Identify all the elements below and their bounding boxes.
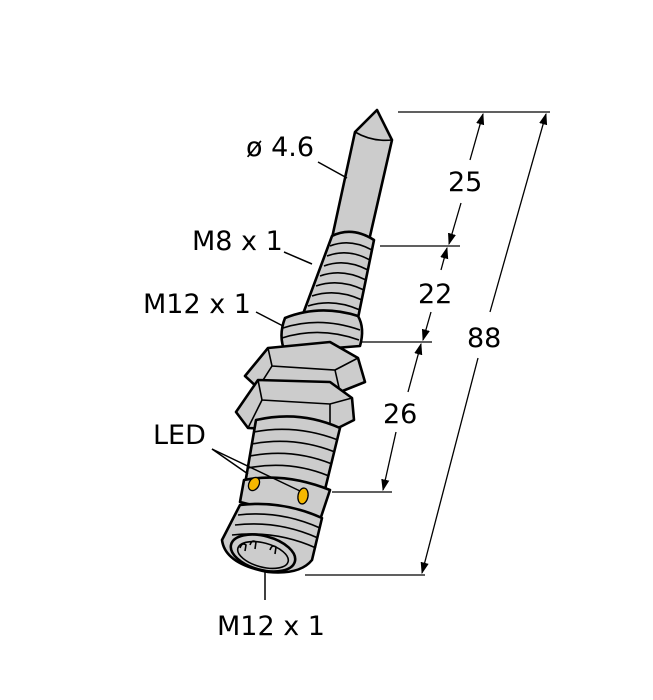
dimension-88: 88 <box>420 112 548 575</box>
label-m8-thread: M8 x 1 <box>192 226 283 257</box>
led-indicator-right <box>297 487 309 505</box>
dimension-26-label: 26 <box>383 399 417 430</box>
m8-thread-section <box>298 230 376 324</box>
dimension-22: 22 <box>418 246 452 342</box>
label-led: LED <box>153 420 206 451</box>
led-indicator-left <box>247 476 261 492</box>
leader-lines <box>211 161 348 600</box>
extension-lines <box>305 111 550 576</box>
m12-connector <box>220 502 324 574</box>
connector-pins <box>239 540 277 555</box>
dimension-26: 26 <box>381 342 423 492</box>
labels: ø 4.6 M8 x 1 M12 x 1 LED M12 x 1 <box>143 132 325 642</box>
dimension-25-label: 25 <box>448 167 482 198</box>
dimension-88-label: 88 <box>467 323 501 354</box>
label-probe-diameter: ø 4.6 <box>246 132 314 163</box>
label-connector-thread: M12 x 1 <box>217 611 325 642</box>
label-m12-thread: M12 x 1 <box>143 289 251 320</box>
dimension-22-label: 22 <box>418 279 452 310</box>
m12-upper-thread <box>280 309 364 354</box>
probe-shaft <box>330 108 394 247</box>
dimension-25: 25 <box>448 112 485 246</box>
sensor-body <box>220 108 394 574</box>
